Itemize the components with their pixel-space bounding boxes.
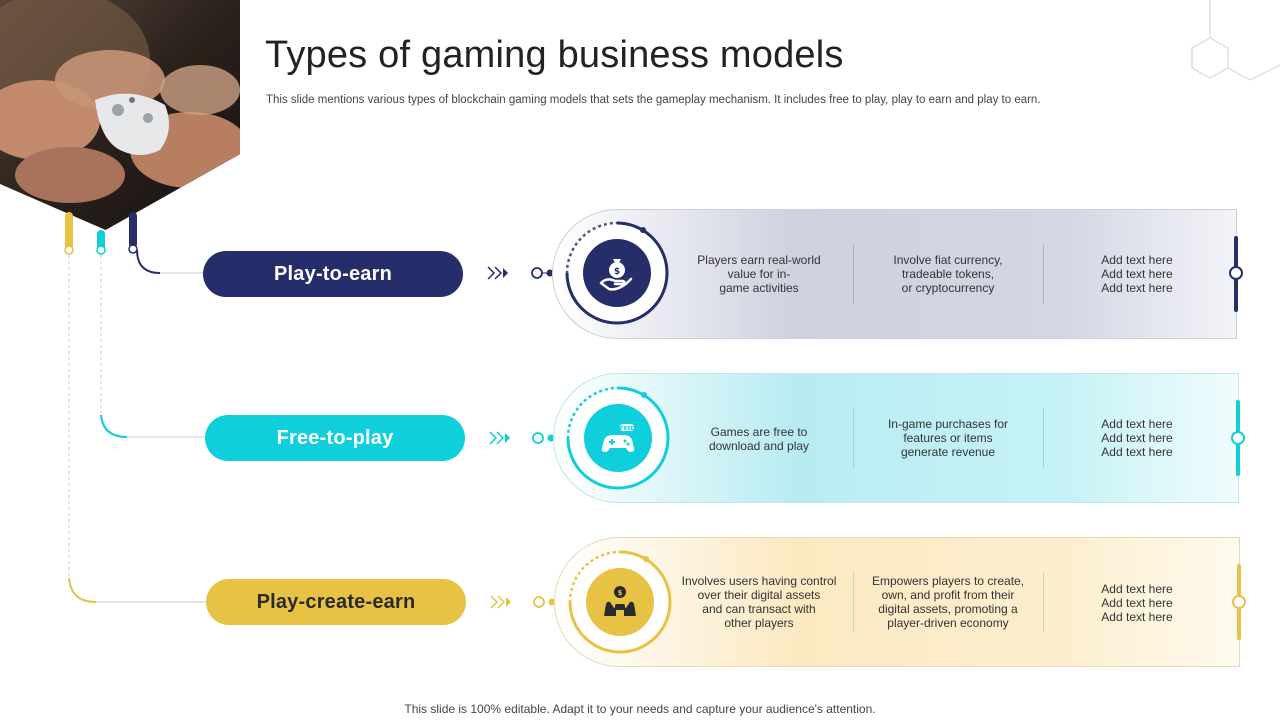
footer-note: This slide is 100% editable. Adapt it to… [404, 702, 876, 716]
header-photo [0, 0, 240, 230]
card-1-point-2: Involve fiat currency,tradeable tokens,o… [893, 253, 1003, 295]
page-title: Types of gaming business models [265, 34, 844, 76]
card-end-dot [1229, 266, 1243, 280]
divider [1043, 244, 1044, 304]
svg-text:$: $ [614, 267, 620, 277]
model-pill-play-to-earn: Play-to-earn [203, 251, 463, 297]
divider [853, 244, 854, 304]
money-bag-hand-icon: $ [583, 239, 651, 307]
divider [853, 572, 854, 632]
card-3-point-2: Empowers players to create,own, and prof… [871, 574, 1025, 630]
coin-hands-icon: $ [586, 568, 654, 636]
svg-text:FREE: FREE [620, 426, 635, 432]
model-pill-play-create-earn: Play-create-earn [206, 579, 466, 625]
divider [1043, 408, 1044, 468]
divider [853, 408, 854, 468]
chevron-arrows-icon [487, 266, 508, 280]
model-pill-free-to-play: Free-to-play [205, 415, 465, 461]
svg-text:$: $ [618, 589, 623, 597]
card-end-dot [1232, 595, 1246, 609]
divider [1043, 572, 1044, 632]
card-end-dot [1231, 431, 1245, 445]
page-subtitle: This slide mentions various types of blo… [266, 94, 1041, 106]
gamepad-free-icon: FREE [584, 404, 652, 472]
hexagon-decoration-icon [1191, 0, 1280, 81]
